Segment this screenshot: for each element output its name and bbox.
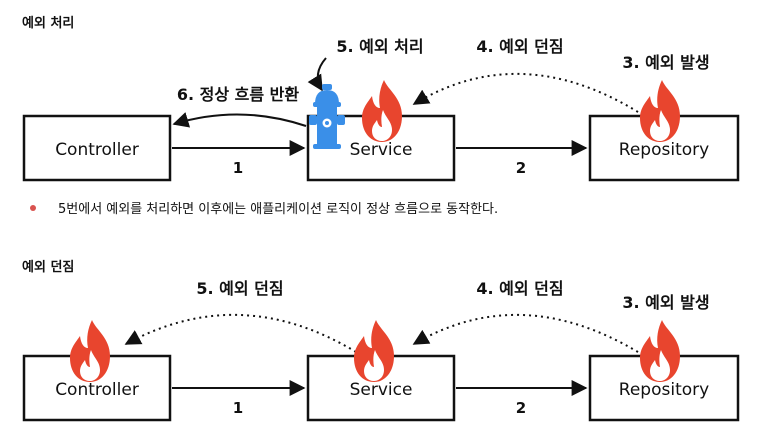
- throw-label-4-s2: 4. 예외 던짐: [476, 279, 563, 298]
- bullet-text: 5번에서 예외를 처리하면 이후에는 애플리케이션 로직이 정상 흐름으로 동작…: [58, 202, 499, 217]
- section-title-handling: 예외 처리: [22, 16, 75, 31]
- flame-icon-service: [362, 80, 402, 142]
- controller-label: Controller: [55, 140, 139, 160]
- controller-label-2: Controller: [55, 380, 139, 400]
- throw-label-4: 4. 예외 던짐: [476, 37, 563, 56]
- section-title-throwing: 예외 던짐: [22, 260, 75, 275]
- repository-box-2: Repository: [588, 354, 740, 422]
- normal-return-label: 6. 정상 흐름 반환: [177, 85, 300, 104]
- call-number-1-s2: 1: [233, 399, 243, 417]
- call-number-2: 2: [516, 159, 526, 177]
- flame-icon-repository: [640, 80, 680, 142]
- call-number-2-s2: 2: [516, 399, 526, 417]
- controller-box: Controller: [22, 114, 172, 182]
- call-number-1: 1: [233, 159, 243, 177]
- service-label: Service: [350, 140, 413, 160]
- throw-arrow-5-s2: [124, 314, 357, 353]
- section2-diagram: Controller Service Repository 1 2 4. 예외 …: [22, 279, 740, 422]
- occur-label: 3. 예외 발생: [622, 53, 709, 72]
- section1-diagram: Controller Service Repository 1 2 6. 정상 …: [22, 37, 740, 182]
- throw-arrow-4: [412, 73, 639, 113]
- handle-label: 5. 예외 처리: [336, 37, 423, 56]
- throw-arrow-4-s2: [412, 314, 639, 353]
- flame-icon-repository-s2: [640, 320, 680, 382]
- repository-label-2: Repository: [619, 380, 709, 400]
- repository-label: Repository: [619, 140, 709, 160]
- handle-arrow: [307, 57, 327, 92]
- normal-return-arrow: [172, 112, 307, 128]
- bullet-note: 5번에서 예외를 처리하면 이후에는 애플리케이션 로직이 정상 흐름으로 동작…: [30, 198, 498, 217]
- bullet-dot: [30, 204, 36, 211]
- occur-label-s2: 3. 예외 발생: [622, 293, 709, 312]
- throw-label-5-s2: 5. 예외 던짐: [196, 279, 283, 298]
- service-label-2: Service: [350, 380, 413, 400]
- flame-icon-service-s2: [354, 320, 394, 382]
- flame-icon-controller-s2: [70, 320, 110, 382]
- fire-hydrant-icon: [309, 84, 345, 149]
